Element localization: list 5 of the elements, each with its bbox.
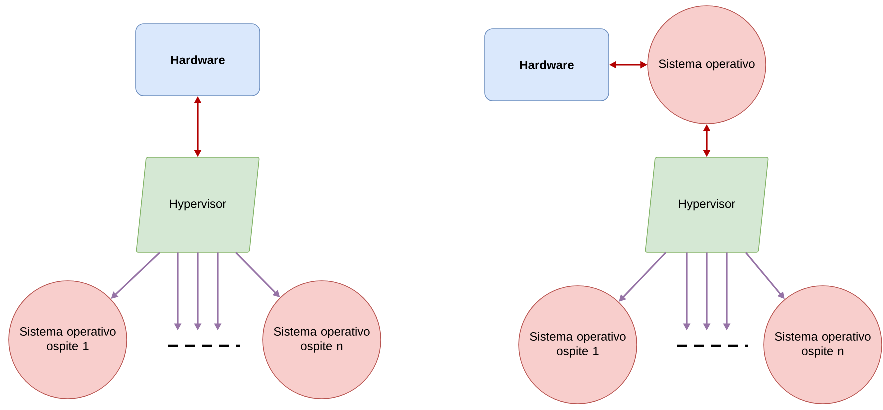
- parallelogram-box: Hypervisor: [645, 157, 769, 253]
- process-box: Hardware: [136, 24, 260, 96]
- parallelogram-box: Hypervisor: [136, 157, 260, 253]
- process-box: Hardware: [484, 28, 610, 102]
- arrow: [619, 252, 667, 302]
